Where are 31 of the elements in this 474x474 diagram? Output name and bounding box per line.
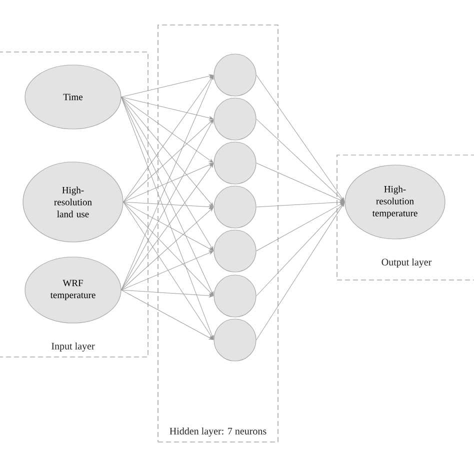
- arrow: [256, 202, 344, 296]
- arrow: [123, 202, 214, 208]
- arrow: [121, 96, 214, 251]
- arrow: [121, 96, 214, 207]
- neuron-circle: [214, 142, 256, 184]
- arrow: [256, 118, 344, 202]
- arrow: [123, 202, 214, 340]
- neuron-circle: [214, 274, 256, 318]
- arrow: [121, 290, 214, 340]
- arrow: [121, 74, 214, 98]
- neuron-circle: [214, 98, 256, 140]
- arrow: [121, 290, 214, 298]
- arrow: [256, 202, 344, 252]
- arrow: [123, 202, 214, 251]
- layer-box: Hidden layer: 7 neurons: [158, 24, 278, 442]
- neuron-circle: [214, 318, 256, 362]
- arrow: [256, 200, 344, 208]
- neuron-circle: [214, 54, 256, 96]
- neuron-circle: [214, 230, 256, 272]
- arrow: [123, 119, 214, 202]
- arrow: [121, 251, 214, 290]
- neuron-circle: [214, 186, 256, 228]
- arrow: [256, 74, 345, 202]
- arrow: [256, 202, 345, 340]
- arrow: [121, 96, 214, 120]
- arrow: [123, 75, 214, 202]
- arrow: [123, 163, 214, 202]
- arrow: [256, 162, 344, 202]
- arrow: [121, 96, 214, 163]
- arrow: [121, 96, 214, 340]
- arrow: [121, 163, 214, 290]
